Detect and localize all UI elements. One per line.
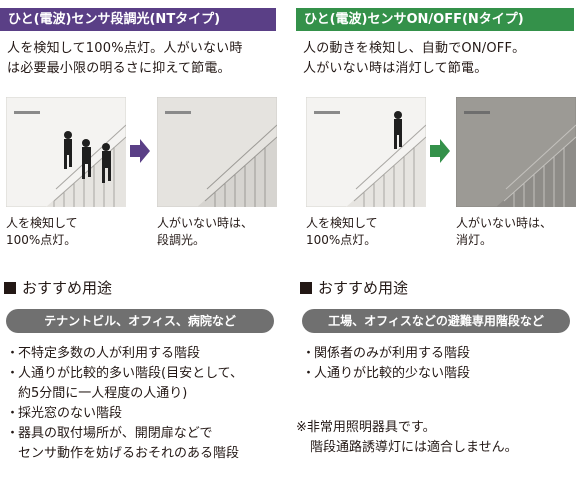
list-item: ・関係者のみが利用する階段 [302,346,471,361]
square-bullet-icon [4,281,16,294]
recommended-uses-heading: おすすめ用途 [4,277,112,298]
list-item: ・不特定多数の人が利用する階段 [6,346,201,361]
list-item: ・人通りが比較的多い階段(目安として、 [6,366,244,381]
right-arrow-icon [130,139,150,163]
caption-absent: 人がいない時は、 段調光。 [157,216,254,247]
stair-scene-lit [306,97,426,207]
nt-type-description: 人を検知して100%点灯。人がいない時 は必要最小限の明るさに抑えて節電。 [7,41,243,76]
stair-scene-lit [6,97,126,207]
n-type-title: ひと(電波)センサON/OFF(Nタイプ) [296,8,574,31]
recommended-uses-list: ・関係者のみが利用する階段 ・人通りが比較的少ない階段 [302,344,470,384]
n-type-description: 人の動きを検知し、自動でON/OFF。 人がいない時は消灯して節電。 [303,41,526,76]
nt-type-illustrations [0,97,285,207]
target-facilities-badge: 工場、オフィスなどの避難専用階段など [302,309,570,333]
list-item-continuation: センサ動作を妨げるおそれのある階段 [18,446,240,461]
caption-detected: 人を検知して 100%点灯。 [306,216,378,247]
recommended-uses-list: ・不特定多数の人が利用する階段 ・人通りが比較的多い階段(目安として、 約5分間… [6,344,243,464]
list-item: ・器具の取付場所が、開閉扉などで [6,426,213,441]
emergency-lighting-note: ※非常用照明器具です。 階段通路誘導灯には適合しません。 [296,420,518,455]
caption-absent: 人がいない時は、 消灯。 [456,216,553,247]
right-arrow-icon [430,139,450,163]
caption-detected: 人を検知して 100%点灯。 [6,216,78,247]
target-facilities-badge: テナントビル、オフィス、病院など [6,309,274,333]
n-type-illustrations [296,97,580,207]
list-item: ・採光窓のない階段 [6,406,123,421]
n-type-column: ひと(電波)センサON/OFF(Nタイプ) 人の動きを検知し、自動でON/OFF… [296,0,580,455]
list-item-continuation: 約5分間に一人程度の人通り) [18,386,188,401]
square-bullet-icon [300,281,312,294]
nt-type-title: ひと(電波)センサ段調光(NTタイプ) [0,8,276,31]
stair-scene-off [456,97,576,207]
nt-type-column: ひと(電波)センサ段調光(NTタイプ) 人を検知して100%点灯。人がいない時 … [0,0,285,461]
recommended-uses-heading: おすすめ用途 [300,277,408,298]
stair-scene-dimmed [157,97,277,207]
list-item: ・人通りが比較的少ない階段 [302,366,471,381]
